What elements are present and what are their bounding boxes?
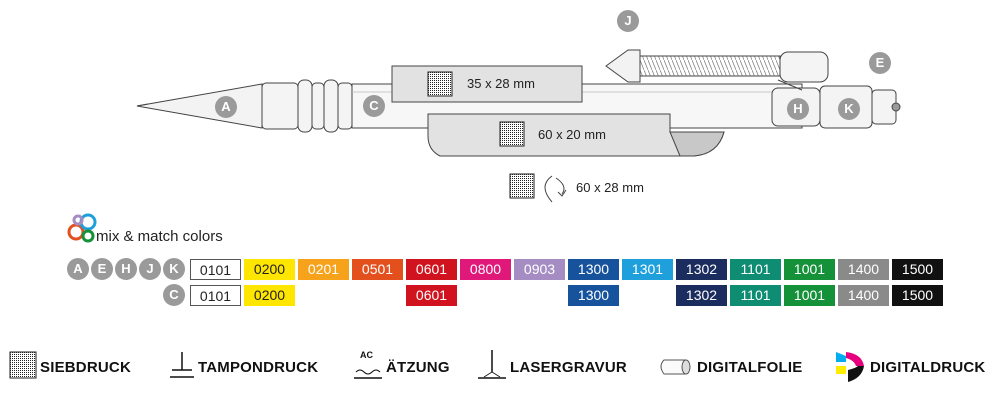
pen-grip [261,79,353,133]
swatch-1500: 1500 [892,285,943,306]
swatch-0501: 0501 [352,259,403,280]
digital-foil-icon [660,359,691,375]
legend-lasergravur: LASERGRAVUR [510,359,627,376]
swatch-0101: 0101 [190,285,241,306]
laser-engraving-icon [478,350,506,379]
swatch-1101: 1101 [730,259,781,280]
digital-print-icon [836,352,864,382]
swatch-0201: 0201 [298,259,349,280]
part-letter-e: E [869,52,891,74]
row-0-letter-j: J [139,258,161,280]
legend-digitaldruck: DIGITALDRUCK [870,359,986,376]
etching-icon-text: AC [360,350,373,360]
legend-tampondruck: TAMPONDRUCK [198,359,319,376]
swatch-1302: 1302 [676,259,727,280]
print-area-label-top: 35 x 28 mm [467,76,535,91]
part-letter-c: C [363,95,385,117]
legend-digitalfolie: DIGITALFOLIE [697,359,803,376]
print-area-label-clip: 60 x 20 mm [538,127,606,142]
swatch-0101: 0101 [190,259,241,280]
print-area-clip [427,113,725,157]
pen-tip [136,83,263,129]
swatch-1302: 1302 [676,285,727,306]
print-area-round [509,173,567,203]
swatch-0601: 0601 [406,259,457,280]
swatch-1400: 1400 [838,259,889,280]
swatch-0800: 0800 [460,259,511,280]
row-0-letter-k: K [163,258,185,280]
mix-match-logo [67,213,97,243]
pen-clip [605,49,829,91]
pad-print-icon [170,352,194,378]
part-letter-a: A [215,96,237,118]
part-letter-j: J [617,10,639,32]
legend-aetzung: ÄTZUNG [386,359,450,376]
swatch-0601: 0601 [406,285,457,306]
swatch-1301: 1301 [622,259,673,280]
swatch-0200: 0200 [244,259,295,280]
row-0-letter-h: H [115,258,137,280]
part-letter-h: H [787,98,809,120]
row-0-letter-a: A [67,258,89,280]
part-letter-k: K [838,98,860,120]
swatch-1001: 1001 [784,285,835,306]
swatch-1001: 1001 [784,259,835,280]
row-0-letter-e: E [91,258,113,280]
swatch-1101: 1101 [730,285,781,306]
legend-siebdruck: SIEBDRUCK [40,359,131,376]
brand-label: mix & match colors [96,228,223,245]
swatch-0200: 0200 [244,285,295,306]
swatch-1300: 1300 [568,285,619,306]
swatch-1300: 1300 [568,259,619,280]
swatch-1500: 1500 [892,259,943,280]
swatch-0903: 0903 [514,259,565,280]
row-1-letter-c: C [163,284,185,306]
screen-print-icon [9,351,37,379]
print-area-top [391,65,583,103]
swatch-1400: 1400 [838,285,889,306]
print-area-label-round: 60 x 28 mm [576,180,644,195]
etching-icon [354,369,382,379]
